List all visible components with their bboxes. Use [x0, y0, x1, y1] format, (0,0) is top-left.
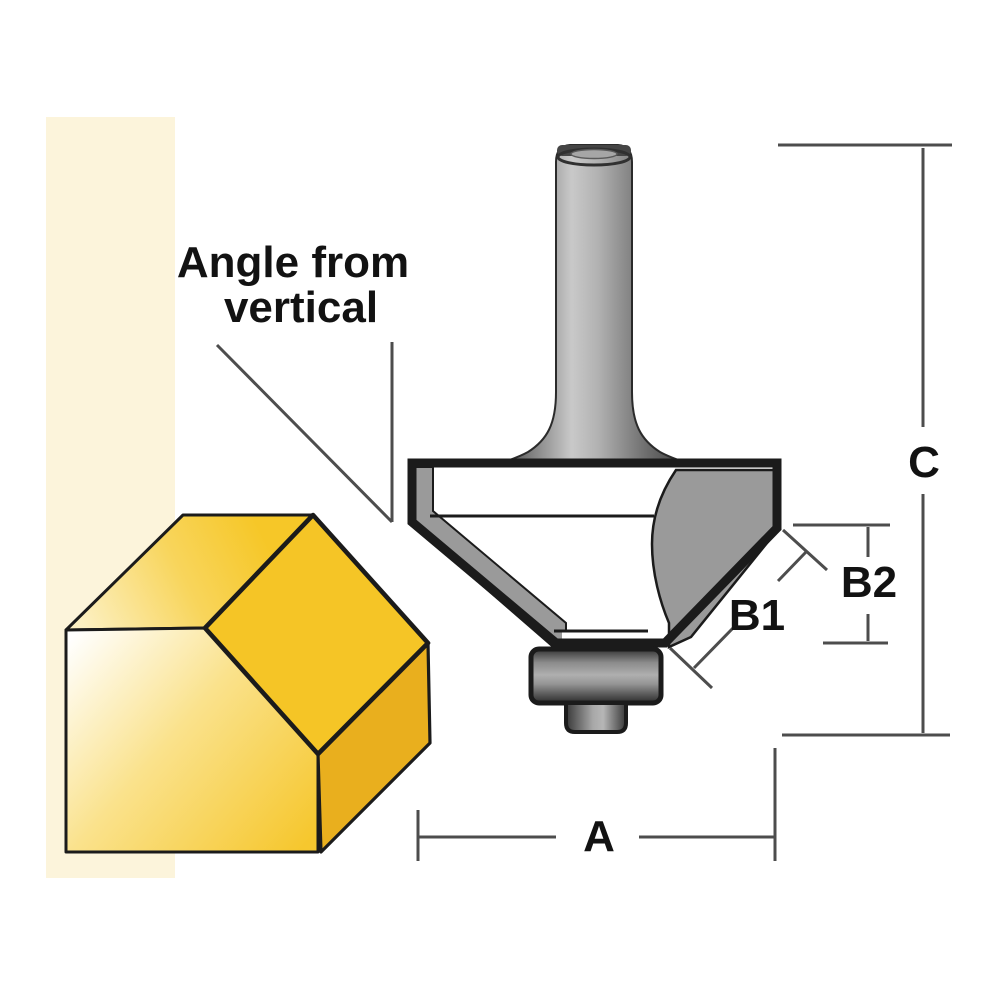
dim-c-label: C: [908, 438, 940, 487]
bit-shank: [500, 144, 688, 464]
bit-cutter-flute: [650, 468, 777, 649]
bit-shank-rim-highlight: [570, 148, 618, 160]
dimension-b2: B2: [793, 523, 897, 645]
bit-bearing: [528, 646, 664, 706]
bit-cutter-outline: [407, 458, 782, 648]
router-bit: [407, 144, 782, 734]
angle-callout-label-line1: Angle from: [177, 238, 409, 287]
dim-b1-upper-tick: [781, 528, 829, 572]
dim-b1-line-lower: [692, 624, 737, 670]
dim-b1-label: B1: [729, 591, 785, 640]
bit-pilot: [564, 701, 628, 734]
wood-block-chamfer-face: [202, 512, 431, 757]
angle-callout-label-line2: vertical: [224, 283, 378, 332]
dim-b1-lower-tick: [668, 646, 714, 690]
dim-a-label: A: [583, 812, 615, 861]
dim-b2-label: B2: [841, 558, 897, 607]
dimension-a: A: [416, 748, 777, 861]
wood-block: [64, 512, 432, 854]
dim-b1-line-upper: [776, 550, 808, 583]
dimension-b1: B1: [668, 528, 829, 690]
angle-slope-reference-line: [215, 343, 394, 524]
dimension-c: C: [778, 143, 952, 737]
angle-callout: Angle from vertical: [177, 238, 409, 524]
